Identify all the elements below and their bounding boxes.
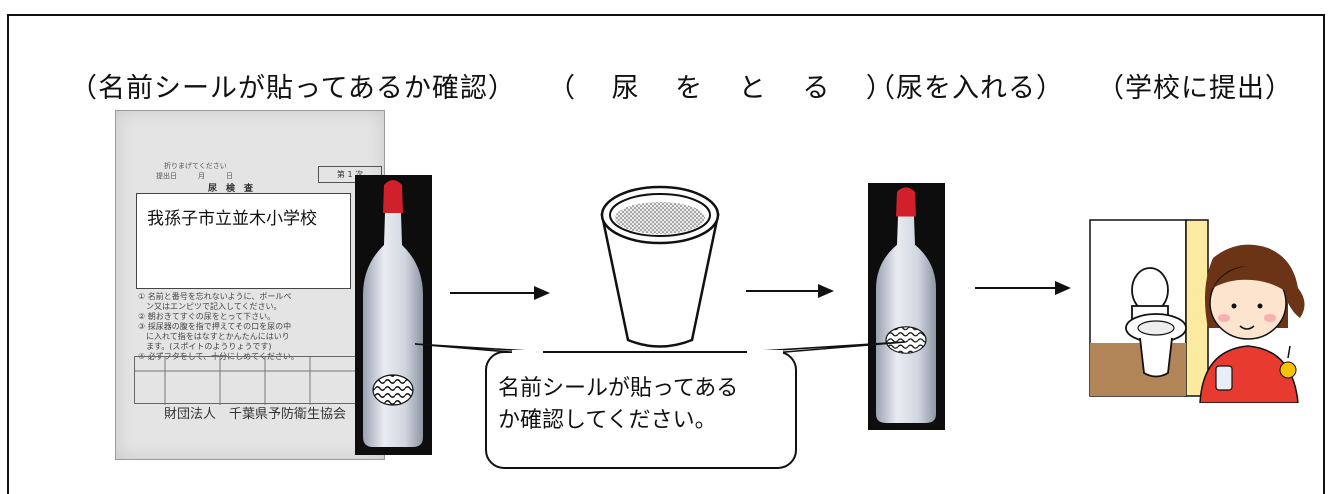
step1-title: （名前シールが貼ってあるか確認） bbox=[70, 73, 516, 104]
form-round-label: 第 1 次 bbox=[318, 166, 382, 183]
sample-bottle-photo-1 bbox=[355, 175, 432, 455]
form-instruction-5: に入れて指をはなすとかんたんにはいり bbox=[138, 332, 290, 341]
diagram-frame bbox=[7, 14, 1325, 494]
school-toilet-illustration bbox=[1089, 219, 1305, 403]
callout-text: 名前シールが貼ってある か確認してください。 bbox=[498, 373, 788, 437]
form-instruction-4: ③ 採尿器の腹を指で押えてその口を尿の中 bbox=[138, 322, 292, 331]
arrow-3-icon bbox=[975, 281, 1071, 295]
school-name-label: 我孫子市立並木小学校 bbox=[136, 193, 351, 289]
urine-test-form: 折りまげてください 提出日 月 日 尿 検 査 第 1 次 我孫子市立並木小学校… bbox=[115, 110, 385, 460]
form-instruction-3: ② 朝おきてすぐの尿をとって下さい。 bbox=[138, 312, 276, 321]
form-instruction-2: ン又はエンピツで記入してください。 bbox=[138, 302, 282, 311]
bottle-cap bbox=[896, 187, 916, 217]
form-date-label: 提出日 月 日 bbox=[156, 172, 233, 180]
arrow-1-icon bbox=[450, 286, 550, 300]
paper-cup-illustration bbox=[600, 185, 720, 348]
form-fold-note: 折りまげてください bbox=[164, 162, 227, 170]
step2-title: （ 尿 を と る ） bbox=[548, 73, 907, 104]
bottle-cap bbox=[383, 180, 403, 213]
form-issuer: 財団法人 千葉県予防衛生協会 bbox=[164, 407, 347, 422]
callout-line-1: 名前シールが貼ってある bbox=[498, 376, 739, 401]
form-instruction-1: ① 名前と番号を忘れないように、ボールペ bbox=[138, 292, 292, 301]
form-exam-title: 尿 検 査 bbox=[208, 184, 254, 194]
sample-bottle-photo-2 bbox=[868, 183, 945, 430]
callout-line-2: か確認してください。 bbox=[498, 408, 717, 433]
arrow-2-icon bbox=[746, 284, 834, 298]
step4-title: （学校に提出） bbox=[1097, 73, 1293, 104]
form-instruction-6: ます。(スポイトのようりょうです) bbox=[138, 342, 272, 351]
step3-title: （尿を入れる） bbox=[868, 73, 1064, 104]
callout-bubble bbox=[414, 341, 906, 469]
